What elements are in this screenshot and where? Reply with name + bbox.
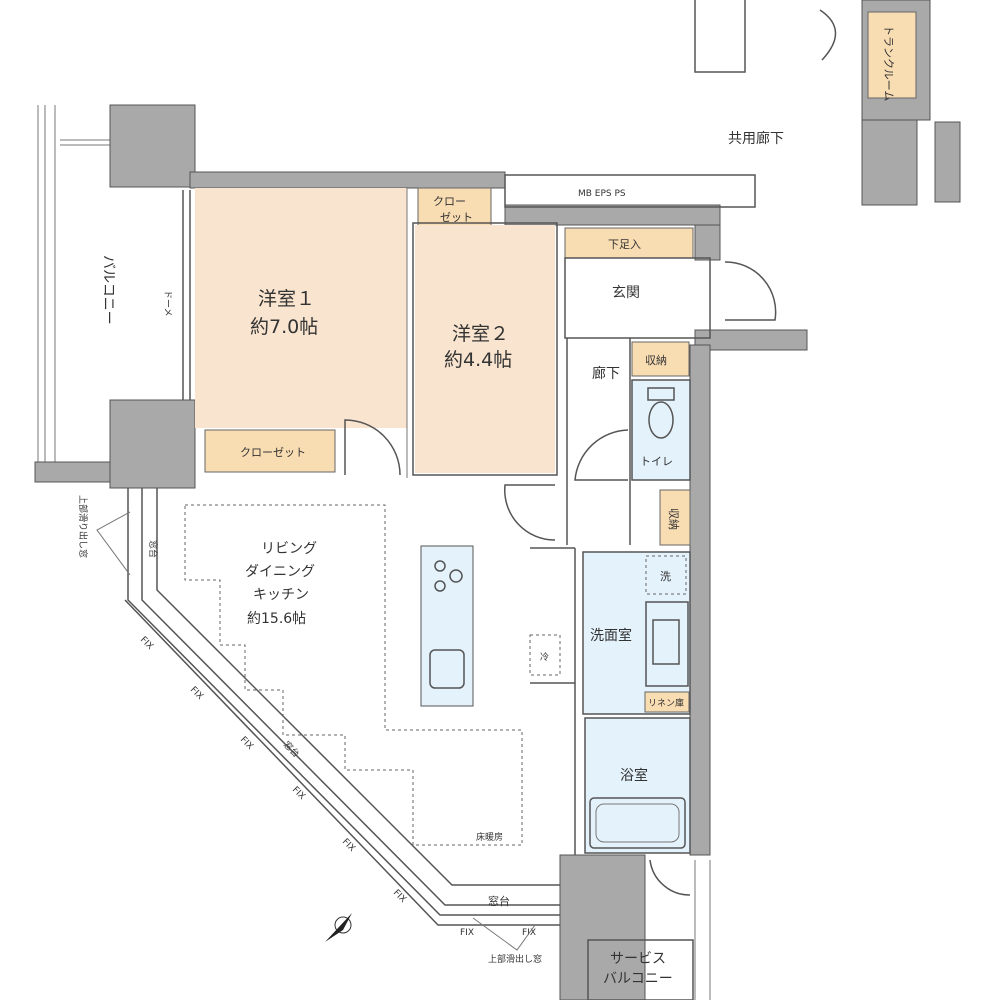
- floor-heating-label: 床暖房: [476, 831, 503, 843]
- hallway-label: 廊下: [592, 365, 620, 382]
- washroom: 洗 洗面室 リネン庫: [582, 551, 691, 715]
- kitchen-counter: [420, 545, 474, 707]
- service-balcony: サービス バルコニー: [587, 859, 711, 1000]
- linen-storage: [644, 691, 690, 713]
- door-label: ドーメ: [162, 290, 172, 317]
- ldk-size: 約15.6帖: [247, 611, 306, 627]
- bathtub-icon: [589, 797, 686, 849]
- bathroom-label: 浴室: [620, 767, 648, 784]
- fix-label: FIX: [290, 785, 307, 802]
- storage-2: [659, 489, 691, 546]
- service-balcony-label-1: サービス: [610, 951, 666, 967]
- storage-1: [631, 341, 690, 377]
- entrance-label: 玄関: [612, 284, 640, 301]
- closet-2-label-2: ゼット: [440, 211, 473, 224]
- washer-label: 洗: [660, 570, 671, 583]
- toilet-tank-icon: [647, 387, 675, 401]
- closet-1: [204, 429, 336, 473]
- western-room-2-size: 約4.4帖: [444, 349, 512, 371]
- western-room-2: 洋室２ 約4.4帖: [412, 222, 558, 476]
- fix-label: FIX: [188, 685, 205, 702]
- western-room-1: 洋室１ 約7.0帖 クローゼット: [195, 188, 408, 478]
- storage-1-label: 収納: [645, 354, 667, 367]
- balcony: バルコニー: [34, 105, 126, 483]
- toilet: トイレ: [574, 379, 691, 481]
- kitchen-sink-icon: [429, 649, 465, 689]
- floor-heating-area: [184, 504, 523, 846]
- closet-2: [417, 187, 492, 229]
- walls: [109, 104, 808, 1000]
- upper-window-bottom-label: 上部滑出し窓: [488, 953, 542, 965]
- sink-icon: [652, 619, 680, 665]
- upper-window-left-label: 上部滑り出し窓: [77, 495, 89, 558]
- trunk-room: [867, 11, 917, 99]
- ldk-label-3: キッチン: [253, 587, 309, 603]
- storage-2-label: 収納: [667, 508, 680, 530]
- ldk: リビング ダイニング キッチン 約15.6帖 床暖房 冷: [184, 504, 576, 855]
- trunk-room-label: トランクルーム: [882, 25, 895, 101]
- counter-label-3: 窓台: [488, 894, 510, 908]
- washer-space: [645, 555, 687, 595]
- western-room-2-name: 洋室２: [452, 323, 509, 345]
- fix-label: FIX: [460, 928, 474, 938]
- fridge-space: [529, 634, 561, 676]
- western-room-1-name: 洋室１: [258, 288, 315, 310]
- closet-2-label-1: クロー: [433, 195, 466, 208]
- stove-burner-icon: [434, 580, 446, 592]
- entrance-door[interactable]: [724, 261, 777, 321]
- toilet-bowl-icon: [648, 401, 674, 439]
- closet-1-label: クローゼット: [240, 446, 306, 459]
- stove-burner-icon: [434, 560, 446, 572]
- shoe-box: [564, 227, 694, 259]
- ldk-label-1: リビング: [261, 541, 317, 557]
- common-corridor-label: 共用廊下: [728, 130, 784, 147]
- fix-label: FIX: [238, 735, 255, 752]
- fridge-label: 冷: [540, 651, 549, 663]
- north-compass-icon: [325, 913, 352, 942]
- counter-label-1: 窓台: [147, 540, 159, 558]
- western-room-1-size: 約7.0帖: [250, 316, 318, 338]
- mb-eps-ps-label: MB EPS PS: [578, 189, 626, 199]
- stove-burner-icon: [449, 569, 463, 583]
- shoe-box-label: 下足入: [608, 238, 641, 251]
- ldk-label-2: ダイニング: [245, 564, 315, 580]
- service-balcony-label-2: バルコニー: [603, 971, 673, 987]
- bathroom: 浴室: [584, 717, 691, 854]
- common-area: トランクルーム 共用廊下: [694, 0, 961, 206]
- toilet-label: トイレ: [640, 455, 673, 468]
- linen-label: リネン庫: [648, 697, 684, 709]
- balcony-label: バルコニー: [100, 255, 116, 325]
- washroom-label: 洗面室: [590, 627, 632, 644]
- fix-label: FIX: [138, 635, 155, 652]
- door-arc: [344, 419, 401, 476]
- fix-label: FIX: [340, 837, 357, 854]
